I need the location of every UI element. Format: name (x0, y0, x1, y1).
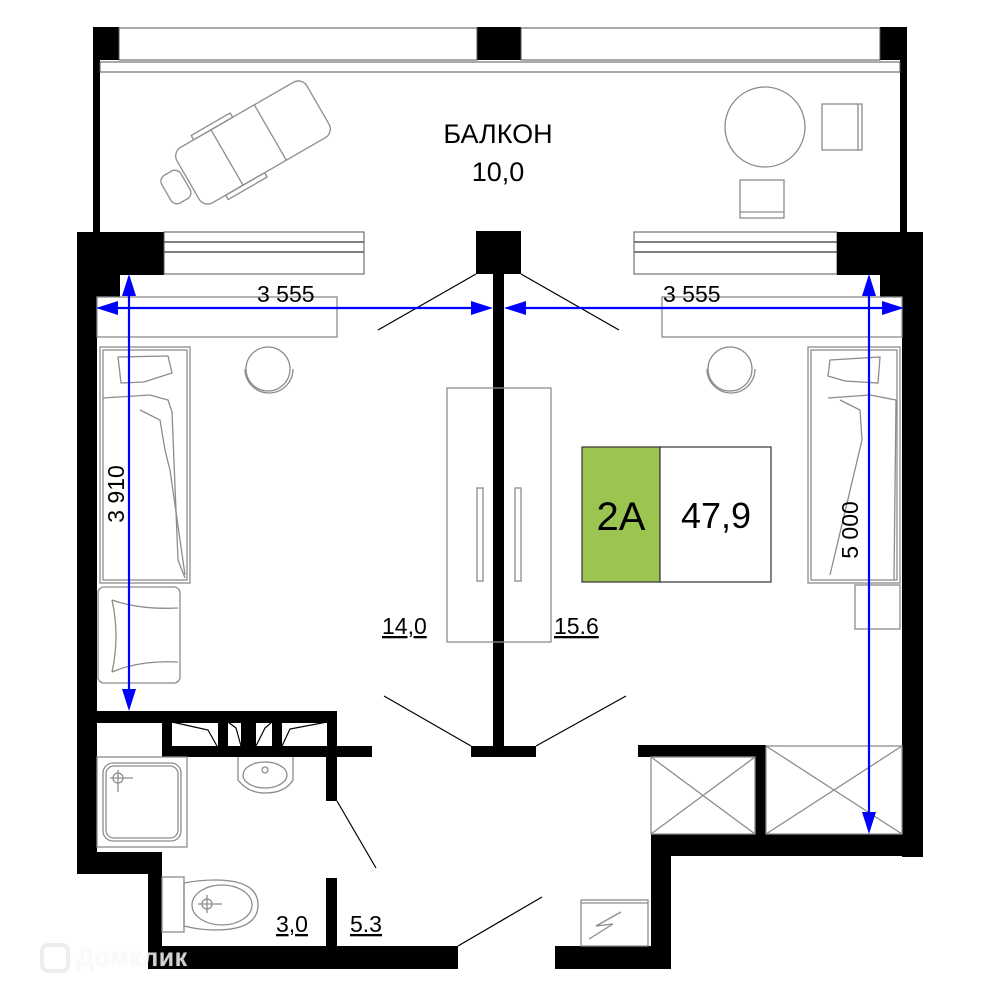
dimension-left-depth-label: 3 910 (103, 465, 129, 523)
arrow-up-icon (122, 274, 136, 296)
left-room-furniture (96, 296, 338, 684)
room-left-area: 14,0 (382, 613, 427, 639)
vent-grilles (171, 721, 328, 747)
lounge-chair-icon (160, 80, 331, 205)
desk-right (661, 296, 903, 338)
balcony-ledge (99, 61, 901, 73)
door-swing-right-room (535, 695, 627, 747)
room-right-area: 15.6 (554, 613, 599, 639)
door-swing-bathroom (336, 800, 377, 869)
toilet-icon (183, 879, 259, 931)
unit-total-area: 47,9 (681, 495, 751, 536)
bed-right-icon (807, 346, 901, 584)
walls (77, 231, 923, 969)
hallway-area: 5.3 (350, 911, 382, 937)
chair-round-left-icon (245, 346, 291, 392)
sink-icon (237, 757, 294, 794)
dimension-lines (96, 274, 904, 834)
pillow-icon (827, 356, 881, 384)
doors (336, 273, 627, 947)
chair-round-right-icon (707, 346, 753, 392)
door-swing-left-room (383, 695, 472, 747)
chair-icon (739, 179, 785, 219)
shower-tray-icon (96, 756, 188, 848)
pillow-icon (117, 355, 173, 384)
wardrobe-icon (446, 387, 552, 643)
cross-box-icon (765, 745, 903, 835)
balcony-wall-left (93, 60, 100, 235)
dimension-right-depth-label: 5 000 (837, 501, 863, 559)
bed-left-icon (99, 346, 191, 584)
arrow-down-icon (122, 689, 136, 711)
arrow-right-icon (471, 301, 493, 315)
arrow-up-icon (862, 274, 876, 296)
dimension-right-width-label: 3 555 (663, 281, 721, 307)
arrow-left-icon (504, 301, 526, 315)
balcony-wall-right (900, 60, 907, 235)
toilet-tank-icon (161, 876, 185, 933)
balcony-wall-post-left (93, 27, 119, 60)
door-swing-entrance (457, 896, 543, 947)
round-table-icon (724, 86, 806, 168)
balcony-wall-post-center (477, 27, 521, 60)
bathroom-area: 3,0 (276, 911, 308, 937)
door-swing-left-room-balcony (377, 273, 477, 331)
desk-left (96, 296, 338, 338)
balcony-railing-right (520, 27, 881, 61)
nightstand-icon (854, 584, 901, 630)
balcony-area: 10,0 (472, 157, 525, 187)
chair-icon (821, 103, 863, 151)
window-right (633, 231, 838, 275)
arrow-left-icon (96, 301, 118, 315)
unit-area-box (659, 446, 772, 583)
right-room-furniture (661, 296, 903, 630)
balcony-railing-left (118, 27, 478, 61)
balcony-wall-post-right (880, 27, 907, 60)
lightning-icon (580, 899, 649, 947)
arrow-down-icon (862, 812, 876, 834)
cross-box-icon (650, 756, 756, 835)
dimension-left-width-label: 3 555 (257, 281, 315, 307)
door-swing-right-room-balcony (520, 273, 620, 331)
watermark: Домклик (40, 943, 188, 973)
bathroom-fixtures (96, 756, 294, 933)
unit-code-box (581, 446, 661, 583)
window-left (163, 231, 365, 275)
balcony: БАЛКОН 10,0 (93, 27, 907, 235)
watermark-text: Домклик (76, 943, 188, 972)
unit-code: 2A (597, 495, 646, 539)
wardrobe (446, 387, 552, 643)
unit-badge: 2A 47,9 (581, 446, 772, 583)
armchair-icon (97, 586, 181, 684)
balcony-name: БАЛКОН (443, 119, 552, 149)
domclick-house-icon (40, 943, 70, 973)
arrow-right-icon (882, 301, 904, 315)
